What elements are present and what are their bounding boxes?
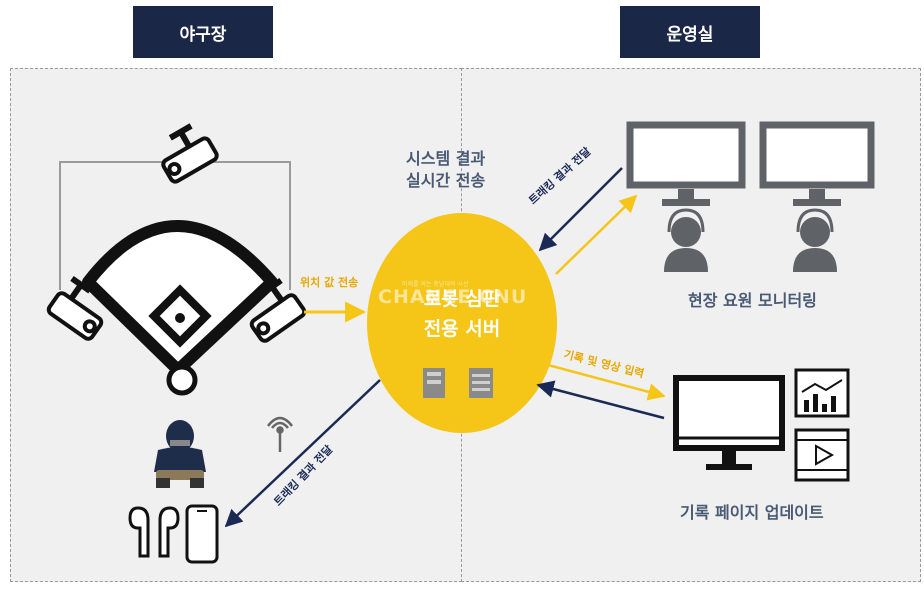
- system-result-line2: 실시간 전송: [406, 171, 486, 190]
- server-icon: [423, 368, 493, 398]
- operator-headset-icon: [664, 208, 708, 272]
- system-result-line1: 시스템 결과: [406, 149, 486, 168]
- camera-icon: [46, 276, 104, 341]
- monitor-icon: [626, 121, 746, 206]
- server-to-device-arrow: [224, 379, 381, 528]
- update-return-arrow: [536, 380, 665, 420]
- onsite-monitoring-label: 현장 요원 모니터링: [688, 291, 817, 310]
- server-to-monitor-arrow: [555, 194, 638, 275]
- earbuds-icon: [128, 506, 180, 558]
- stadium-tab: 야구장: [133, 6, 273, 58]
- monitor-to-server-arrow: [538, 167, 623, 252]
- camera-icon: [249, 278, 307, 343]
- chart-icon: [794, 368, 850, 418]
- server-label-line2: 전용 서버: [423, 318, 501, 340]
- wifi-antenna-icon: [267, 416, 293, 452]
- record-input-arrow: [547, 363, 666, 401]
- watermark-small: 미래를 여는 충남대의 시선: [402, 281, 469, 288]
- operations-room-tab: 운영실: [620, 6, 760, 58]
- operator-headset-icon: [793, 208, 837, 272]
- server-label-line1: 로봇 심판: [423, 288, 501, 310]
- server-label: 로봇 심판 전용 서버: [408, 284, 516, 344]
- server-circle: [367, 213, 557, 433]
- umpire-icon: [154, 420, 206, 488]
- camera-icon: [161, 123, 219, 184]
- position-send-label: 위치 값 전송: [300, 276, 359, 289]
- watermark: CHANCE CNU: [378, 286, 528, 308]
- baseball-field-icon: [82, 220, 278, 396]
- monitor-icon: [759, 121, 875, 206]
- monitor-icon: [673, 375, 785, 470]
- record-page-update-label: 기록 페이지 업데이트: [680, 503, 824, 522]
- smartphone-icon: [185, 504, 219, 564]
- video-play-icon: [794, 428, 850, 482]
- system-result-caption: 시스템 결과 실시간 전송: [406, 148, 485, 192]
